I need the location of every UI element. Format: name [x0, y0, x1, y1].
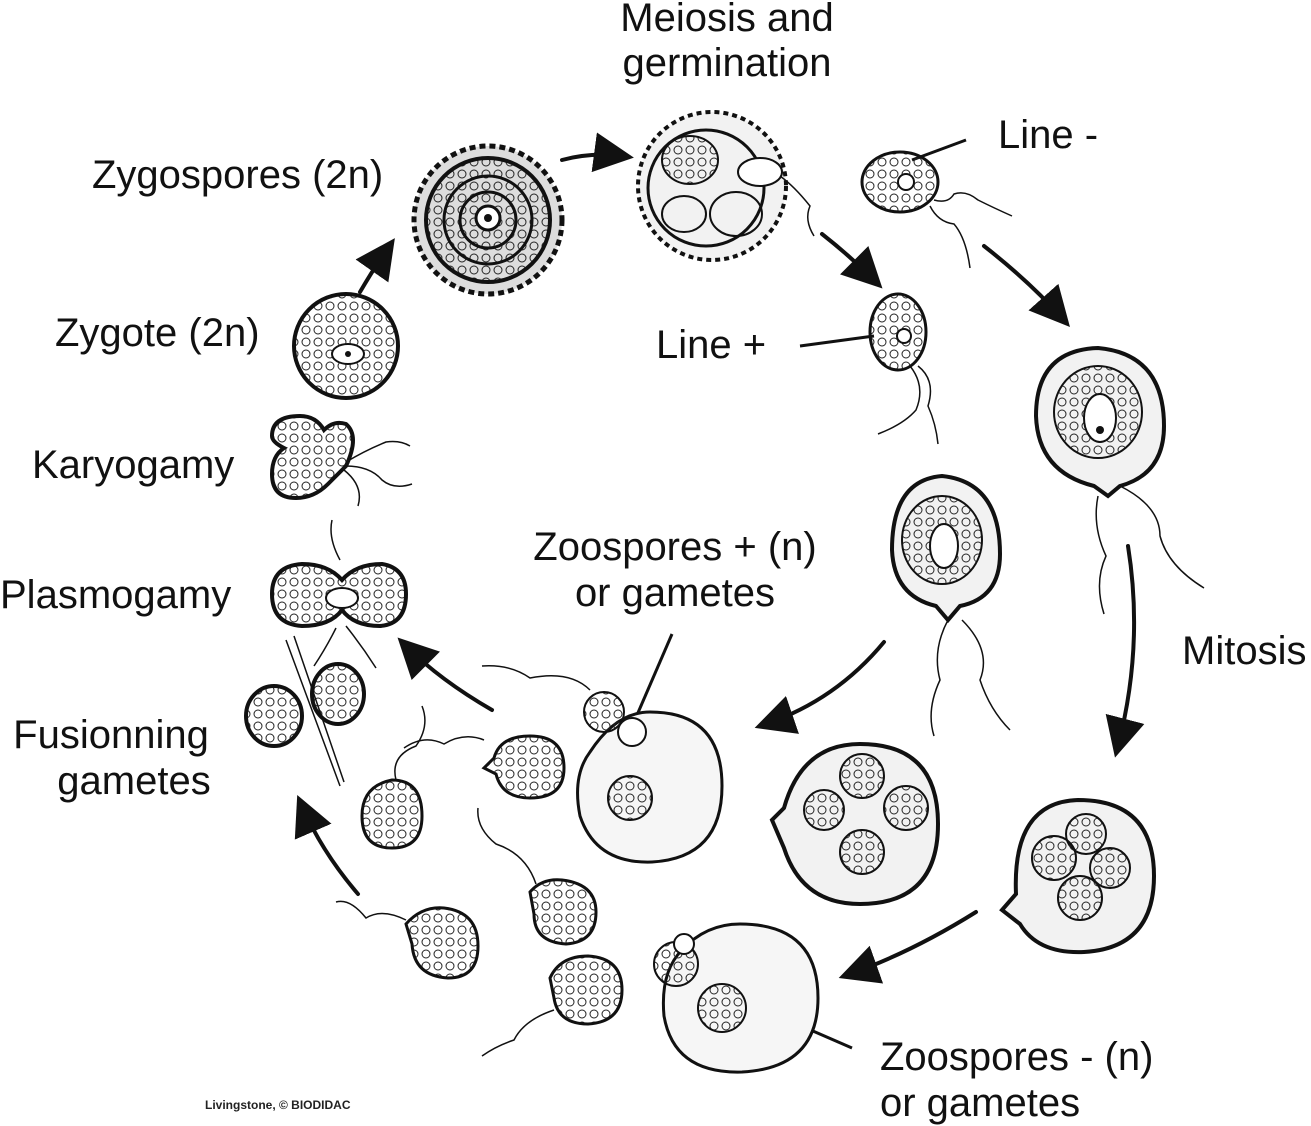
free-gametes: [335, 705, 624, 1057]
label-fusion-line1: Fusionning: [13, 713, 209, 757]
credit-text: Livingstone, © BIODIDAC: [205, 1098, 351, 1112]
arrow-to-zoospores-plus: [754, 640, 886, 734]
label-plasmogamy: Plasmogamy: [0, 573, 232, 617]
label-fusion-line2: gametes: [57, 759, 211, 803]
plasmogamy-cell: [269, 519, 409, 669]
arrow-to-zoospores-minus: [838, 910, 978, 984]
mature-cell-middle: [889, 473, 1011, 737]
mature-cell-right: [1033, 345, 1205, 615]
germinating-zygospore: [636, 110, 815, 262]
karyogamy-cell: [269, 413, 413, 507]
label-meiosis-line1: Meiosis and: [620, 0, 834, 40]
arrow-meiosis-to-line-plus: [820, 232, 883, 289]
gamete-3: [477, 807, 598, 946]
release-sac-minus: [653, 922, 820, 1074]
arrow-zygote-to-zygospore: [355, 238, 395, 294]
arrow-mitosis-down: [1105, 544, 1145, 758]
label-zygote: Zygote (2n): [55, 311, 260, 355]
label-mitosis: Mitosis: [1182, 629, 1307, 673]
gamete-2: [360, 705, 426, 850]
label-zoospores-minus-line2: or gametes: [880, 1081, 1081, 1125]
arrow-zygospore-to-meiosis: [560, 132, 634, 173]
label-zoospores-minus-line1: Zoospores - (n): [880, 1035, 1154, 1079]
line-minus-cell: [860, 150, 1013, 269]
zygote-cell: [292, 292, 400, 400]
label-zygospores: Zygospores (2n): [92, 153, 384, 197]
arrow-to-plasmogamy: [397, 637, 494, 712]
label-meiosis-line2: germination: [622, 41, 832, 85]
release-sac-plus: [481, 665, 724, 864]
cycle-arrows: [294, 132, 1145, 984]
arrow-line-minus-to-cell: [982, 244, 1070, 327]
pointer-line-plus: [799, 334, 875, 348]
label-line-minus: Line -: [998, 113, 1099, 157]
sporangium-four-spores: [769, 741, 941, 907]
line-plus-cell: [868, 292, 939, 445]
arrow-to-fusion: [294, 794, 360, 896]
gamete-1: [403, 734, 566, 800]
label-karyogamy: Karyogamy: [32, 443, 235, 487]
fusing-gametes: [244, 635, 366, 787]
label-zoospores-plus-line1: Zoospores + (n): [533, 525, 817, 569]
zygospore-cell: [411, 143, 565, 297]
label-zoospores-plus-line2: or gametes: [574, 571, 776, 615]
sporangium-releasing: [999, 797, 1157, 955]
pointer-zoospores-plus: [632, 633, 674, 723]
label-line-plus: Line +: [656, 323, 767, 367]
gamete-4: [335, 900, 480, 980]
gamete-5: [481, 954, 624, 1057]
